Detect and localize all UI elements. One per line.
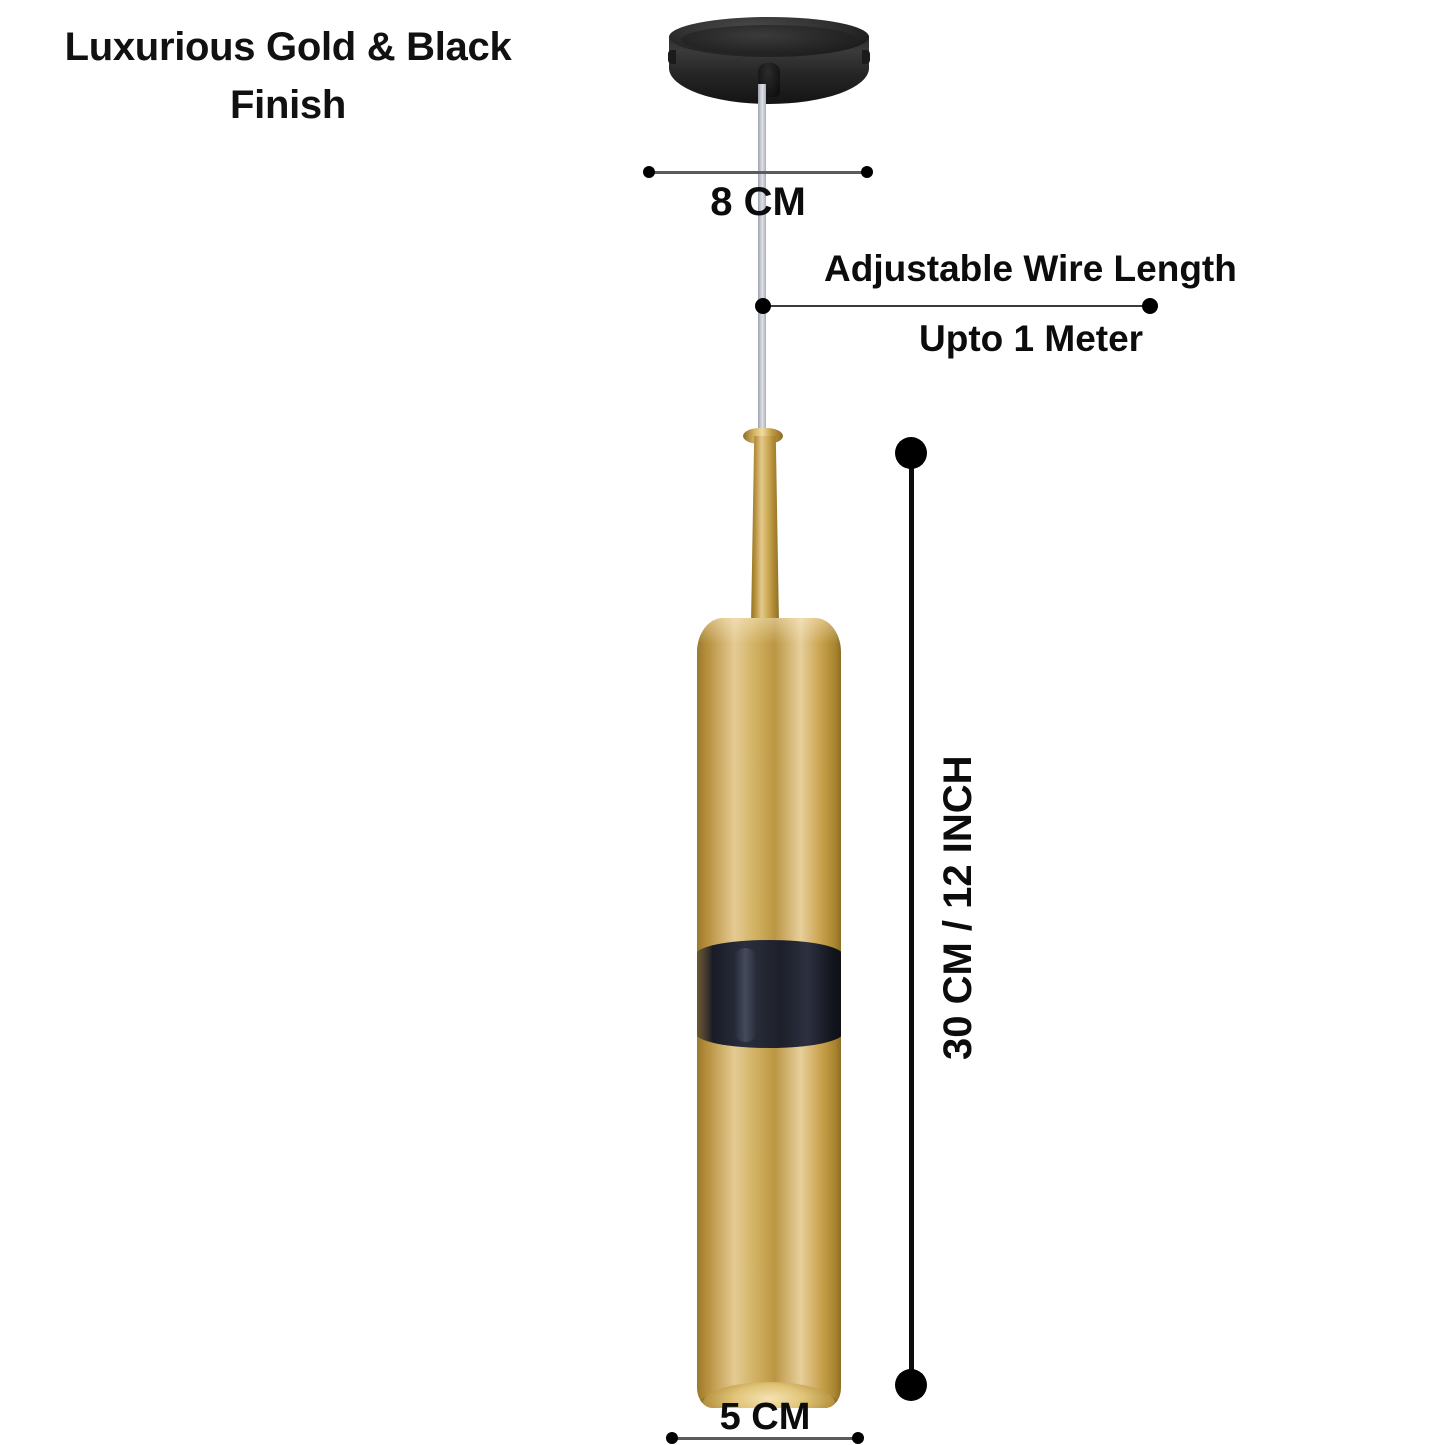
canopy-dimension-dot-right [861,166,873,178]
body-height-dimension-line [909,452,914,1385]
body-diameter-dimension-line [672,1437,858,1440]
canopy-inner-face [681,25,857,55]
page-title-line-1: Luxurious Gold & Black [64,25,512,69]
gold-cylinder-body [697,618,841,1408]
black-band-sheen [734,948,758,1042]
gold-stem [750,436,780,630]
body-height-dimension-dot-top [895,437,927,469]
canopy-dimension-label: 8 CM [710,180,806,224]
cylinder-top-shoulder [697,618,841,644]
body-diameter-dimension-dot-left [666,1432,678,1444]
page-title-line-2: Finish [230,83,346,127]
black-accent-band [697,940,841,1048]
body-diameter-dimension-label: 5 CM [719,1396,811,1438]
body-diameter-dimension-dot-right [852,1432,864,1444]
wire-dimension-label-bottom: Upto 1 Meter [919,318,1144,359]
wire-dimension-label-top: Adjustable Wire Length [824,248,1237,289]
hanging-wire [758,84,766,436]
body-height-dimension-dot-bottom [895,1369,927,1401]
canopy-dimension-line [648,171,868,174]
wire-dimension-dot-right [1142,298,1158,314]
wire-dimension-line [762,305,1152,307]
ceiling-canopy [668,17,870,107]
canopy-dimension-dot-left [643,166,655,178]
body-height-dimension-label: 30 CM / 12 INCH [936,755,980,1060]
page-title: Luxurious Gold & Black Finish [28,18,548,134]
canopy-top-face [669,17,869,57]
wire-dimension-dot-left [755,298,771,314]
